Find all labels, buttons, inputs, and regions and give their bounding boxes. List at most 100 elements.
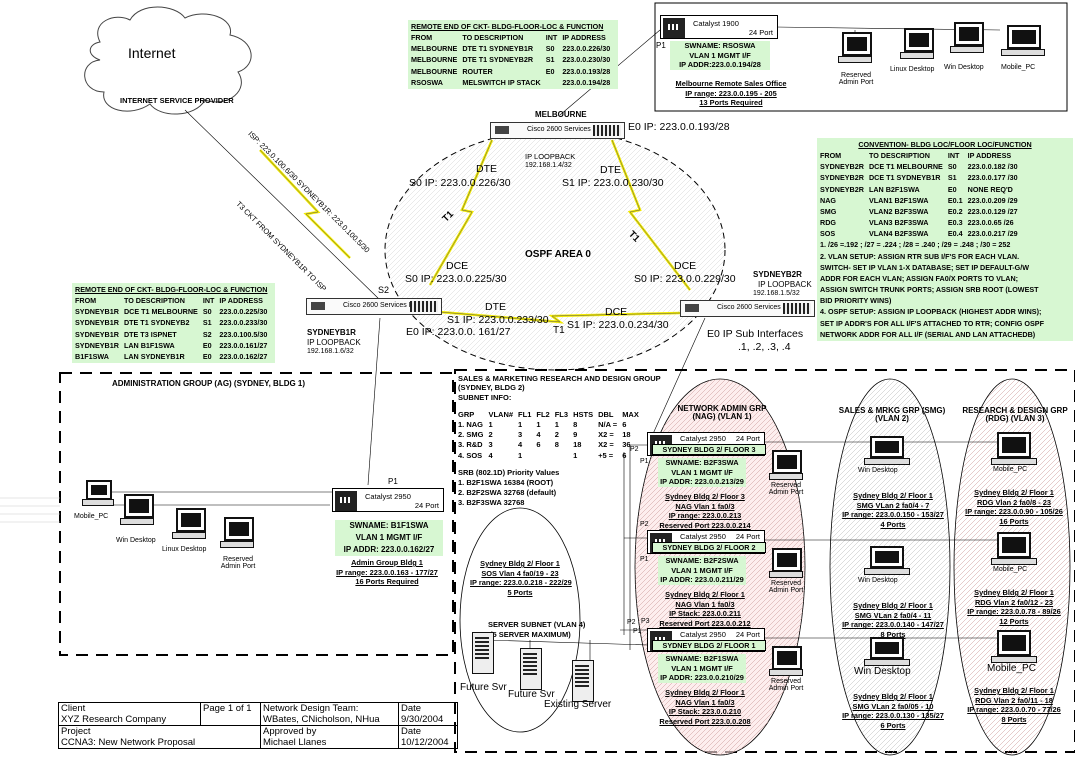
monitor-icon — [772, 646, 802, 670]
ports-required: 16 Ports Required — [355, 577, 419, 587]
dce-right: DCE — [674, 260, 697, 272]
internet-cloud — [84, 6, 252, 115]
laptop-icon — [86, 480, 112, 500]
convention-table-header-cell: INT — [947, 151, 960, 161]
sydney-table-cell: SYDNEYB1R — [75, 340, 119, 350]
admin-switch[interactable]: Catalyst 2950 24 Port — [332, 488, 444, 512]
dte-right: DTE — [600, 164, 621, 176]
client-label: Client — [58, 702, 201, 714]
client-name: XYZ Research Company — [58, 714, 201, 726]
convention-table-cell: VLAN2 B2F3SWA — [868, 206, 929, 216]
port-p1c: P1 — [633, 628, 642, 635]
switch-model: Catalyst 1900 — [693, 19, 739, 28]
sydneyb2r-router[interactable]: Cisco 2600 Services Router — [680, 300, 815, 317]
melbourne-office-info: Melbourne Remote Sales Office IP range: … — [666, 79, 796, 108]
subnet-info-cell: 4. SOS — [458, 450, 483, 460]
sydney-table-cell: SYDNEYB1R — [75, 329, 119, 339]
convention-note: 1. /26 =.192 ; /27 = .224 ; /28 = .240 ;… — [820, 240, 1011, 250]
sydney-table-cell: 223.0.0.233/30 — [219, 318, 268, 328]
subnet-info-cell: 18 — [622, 430, 631, 440]
convention-table-cell: VLAN4 B2F3SWA — [868, 229, 929, 239]
sydneyb1r-router[interactable]: Cisco 2600 Services Router — [306, 298, 442, 315]
router-icon — [311, 302, 325, 310]
switch-ports: 24 Port — [748, 28, 773, 37]
melbourne-table-cell — [546, 77, 563, 88]
approved-label: Approved by — [260, 725, 399, 737]
subnet-info-cell: 3. R&D — [458, 440, 483, 450]
melbourne-router[interactable]: Cisco 2600 Services Router — [490, 122, 625, 139]
sydney-table-cell: LAN B1F1SWA — [123, 340, 175, 350]
ports-required: 13 Ports Required — [699, 98, 763, 108]
convention-table-cell: LAN B2F1SWA — [868, 184, 920, 194]
router-icon — [685, 304, 699, 312]
melbourne-switch-info: SWNAME: RSOSWA VLAN 1 MGMT I/F IP ADDR:2… — [670, 41, 770, 70]
b1-s0: S0 IP: 223.0.0.225/30 — [405, 273, 507, 285]
existing-server[interactable] — [572, 660, 594, 702]
sydney-table-cell: 223.0.100.5/30 — [219, 329, 268, 339]
admin-p1: P1 — [388, 477, 398, 486]
convention-table-cell: NAG — [820, 195, 836, 205]
melbourne-table-cell: MELBOURNE — [411, 55, 458, 65]
subnet-info-header-cell: FL2 — [536, 410, 550, 419]
port-p1b: P1 — [640, 556, 649, 563]
server-subnet-ellipse — [459, 507, 581, 733]
melbourne-table-cell: S0 — [545, 44, 555, 54]
melbourne-table-cell: MELSWITCH IP STACK — [462, 77, 541, 87]
page-label: Page 1 of 1 — [200, 702, 261, 714]
convention-note: SET IP ADDR'S FOR ALL I/F'S ATTACHED TO … — [820, 318, 1044, 328]
monitor-icon — [870, 436, 904, 458]
convention-table-cell: 223.0.0.177 /30 — [967, 173, 1018, 183]
convention-note: SWITCH- SET IP VLAN 1-X DATABASE; SET IP… — [820, 262, 1029, 272]
t1-bottom: T1 — [553, 325, 565, 336]
sydney-table-cell: DCE T1 MELBOURNE — [123, 307, 198, 317]
convention-table-cell: 223.0.0.129 /27 — [967, 206, 1018, 216]
sydneyb1r-loopback: IP LOOPBACK — [307, 338, 361, 347]
subnet-info-cell: 36 — [622, 440, 631, 450]
convention-table-header-cell: IP ADDRESS — [967, 151, 1012, 161]
subnet-info-cell: 4 — [518, 440, 523, 450]
convention-table-cell: E0 — [947, 184, 957, 194]
melbourne-table-cell: MELBOURNE — [411, 44, 458, 54]
convention-table-cell: E0.4 — [947, 229, 963, 239]
admin-group-title: ADMINISTRATION GROUP (AG) (SYDNEY, BLDG … — [112, 379, 306, 388]
melbourne-switch[interactable]: Catalyst 1900 24 Port — [660, 15, 778, 39]
monitor-icon — [176, 508, 206, 532]
future-server-2[interactable] — [520, 648, 542, 690]
future-server-1[interactable] — [472, 632, 494, 674]
subnet-info-header-cell: FL3 — [554, 410, 569, 419]
convention-table-cell: VLAN3 B2F3SWA — [868, 218, 929, 228]
ip-addr: IP ADDR:223.0.0.194/28 — [679, 60, 761, 70]
subnet-info-cell: 1 — [518, 420, 523, 430]
convention-table-cell: NONE REQ'D — [967, 184, 1013, 194]
title-block: Client Page 1 of 1 Network Design Team: … — [58, 702, 458, 749]
monitor-icon — [904, 28, 934, 52]
melbourne-table-header-cell: FROM — [411, 33, 433, 43]
approver: Michael Llanes — [260, 737, 399, 749]
melbourne-table-title: REMOTE END OF CKT- BLDG-FLOOR-LOC & FUNC… — [411, 22, 604, 31]
internet-label: Internet — [128, 45, 176, 61]
sydneyb2r-loopback: IP LOOPBACK — [758, 280, 812, 289]
melbourne-table: REMOTE END OF CKT- BLDG-FLOOR-LOC & FUNC… — [408, 20, 619, 89]
b1-e0: E0 IP: 223.0.0. 161/27 — [406, 326, 511, 338]
sydney-table-header-cell: INT — [202, 296, 215, 306]
project-name: CCNA3: New Network Proposal — [58, 737, 261, 749]
bldg2-box — [454, 369, 1075, 753]
convention-note: ASSIGN SWITCH TRUNK PORTS; ASSIGN SRB RO… — [820, 285, 1039, 295]
convention-table: CONVENTION- BLDG LOC/FLOOR LOC/FUNCTION … — [817, 138, 1073, 341]
melbourne-office-box — [654, 2, 1068, 112]
monitor-icon — [870, 546, 904, 568]
server-subnet-title: SERVER SUBNET (VLAN 4) — [488, 620, 586, 629]
melbourne-table-cell: 223.0.0.226/30 — [562, 44, 611, 54]
subnet-info-cell: 3 — [488, 440, 493, 450]
